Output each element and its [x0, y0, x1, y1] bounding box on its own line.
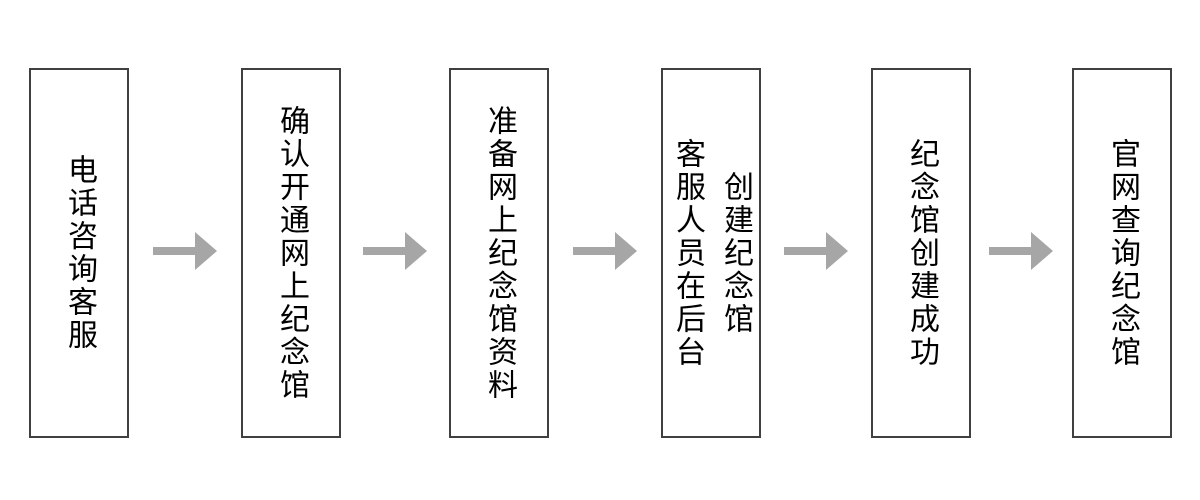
flow-step-box-4: 客服人员在后台 创建纪念馆	[661, 68, 761, 438]
right-arrow-shape	[784, 232, 848, 270]
flow-step-4-label: 客服人员在后台 创建纪念馆	[671, 137, 752, 369]
right-arrow-shape	[989, 232, 1053, 270]
flow-step-1-label: 电话咨询客服	[63, 154, 96, 352]
flow-step-2-label: 确认开通网上纪念馆	[275, 104, 308, 402]
right-arrow-shape	[153, 232, 217, 270]
flow-step-box-3: 准备网上纪念馆资料	[449, 68, 549, 438]
flow-step-box-5: 纪念馆创建成功	[871, 68, 971, 438]
flow-step-box-2: 确认开通网上纪念馆	[241, 68, 341, 438]
flow-step-5-label: 纪念馆创建成功	[905, 137, 938, 369]
flow-step-6-label: 官网查询纪念馆	[1106, 137, 1139, 369]
flow-step-box-1: 电话咨询客服	[29, 68, 129, 438]
right-arrow-shape	[573, 232, 637, 270]
right-arrow-icon	[573, 232, 637, 270]
flow-step-3-label: 准备网上纪念馆资料	[483, 104, 516, 402]
right-arrow-icon	[153, 232, 217, 270]
flow-step-box-6: 官网查询纪念馆	[1072, 68, 1172, 438]
right-arrow-icon	[784, 232, 848, 270]
right-arrow-icon	[363, 232, 427, 270]
right-arrow-icon	[989, 232, 1053, 270]
right-arrow-shape	[363, 232, 427, 270]
